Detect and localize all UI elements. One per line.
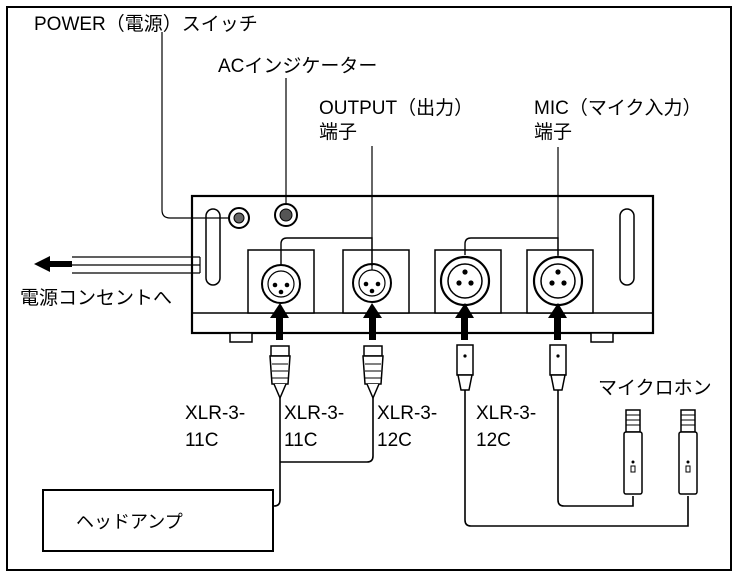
plug-2-label-line2: 11C [284, 430, 318, 451]
diagram-frame [6, 6, 732, 571]
plug-4-label-line2: 12C [476, 430, 511, 451]
microphone-label: マイクロホン [598, 378, 712, 399]
output-terminal-1 [247, 249, 315, 314]
mic-cable-1 [464, 390, 689, 527]
power-switch-leader [161, 32, 229, 219]
output-link-wire [280, 237, 373, 266]
headamp-box: ヘッドアンプ [42, 489, 274, 552]
ac-indicator [274, 203, 298, 227]
plug-1-label-line1: XLR-3- [185, 403, 246, 424]
mic-terminal-label-line2: 端子 [534, 122, 573, 143]
power-cord [72, 256, 201, 274]
output-terminal-2 [342, 249, 410, 314]
xlr-plug-2 [362, 345, 384, 400]
plug-1-label-line2: 11C [185, 430, 219, 451]
power-switch [228, 207, 250, 229]
headamp-cable-2 [280, 398, 374, 463]
mic-terminal-label-line1: MIC（マイク入力） [534, 98, 702, 119]
headamp-cable [273, 398, 281, 507]
xlr-plug-3 [456, 344, 474, 391]
microphone-2 [678, 409, 698, 495]
microphone-1 [623, 409, 643, 495]
outlet-arrow-icon [34, 256, 72, 272]
power-switch-label: POWER（電源）スイッチ [34, 14, 258, 35]
to-outlet-label: 電源コンセントへ [20, 288, 173, 309]
xlr-plug-1 [269, 345, 291, 400]
insert-arrow-icon [270, 303, 567, 340]
output-terminal-label-line1: OUTPUT（出力） [319, 98, 474, 119]
plug-4-label-line1: XLR-3- [476, 403, 537, 424]
mic-cable-2 [557, 390, 634, 507]
headamp-label: ヘッドアンプ [76, 511, 183, 532]
plug-2-label-line1: XLR-3- [284, 403, 345, 424]
ac-indicator-label: ACインジケーター [218, 56, 378, 77]
mic-terminal-2 [526, 249, 594, 314]
mic-link-wire [464, 237, 559, 255]
plug-3-label-line1: XLR-3- [377, 403, 438, 424]
xlr-plug-4 [549, 344, 567, 391]
plug-3-label-line2: 12C [377, 430, 412, 451]
mic-terminal-1 [434, 249, 502, 314]
output-terminal-label-line2: 端子 [319, 122, 358, 143]
